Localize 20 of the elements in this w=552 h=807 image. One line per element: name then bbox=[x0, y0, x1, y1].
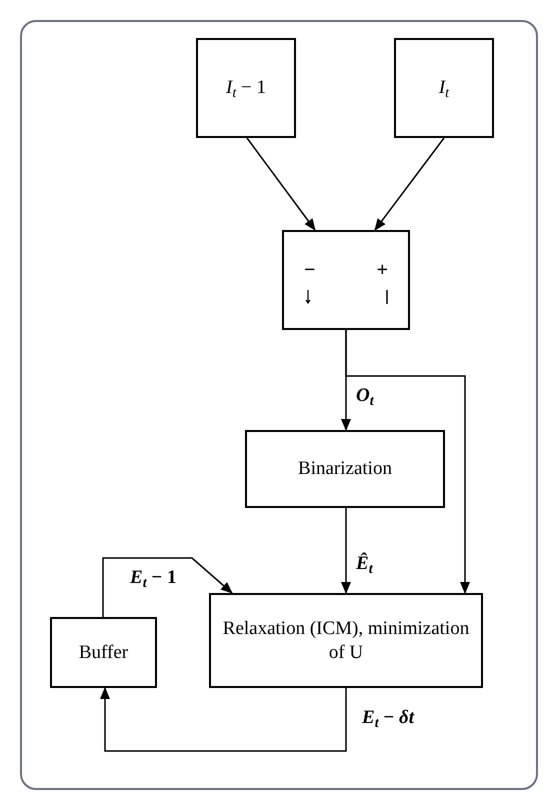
sign-label: − bbox=[304, 258, 316, 283]
arrow bbox=[100, 687, 347, 752]
arrow bbox=[345, 330, 470, 594]
process-box bbox=[209, 593, 483, 688]
box-label: I$_{t}$ bbox=[438, 76, 450, 100]
box-label: Relaxation (ICM), minimization of U bbox=[222, 616, 470, 664]
box-label: Buffer bbox=[78, 640, 130, 664]
process-box bbox=[196, 38, 296, 138]
box-label: I$_{t}$ − 1 bbox=[224, 76, 267, 100]
edge-label: Ê$_{t}$ bbox=[356, 552, 373, 576]
process-box bbox=[394, 38, 494, 138]
box-label: Binarization bbox=[297, 457, 393, 481]
subtractor-box bbox=[282, 230, 410, 330]
process-box bbox=[245, 430, 445, 508]
arrow bbox=[102, 557, 233, 617]
sign-label: + bbox=[376, 258, 388, 283]
arrow bbox=[374, 138, 445, 231]
arrow bbox=[341, 508, 351, 594]
arrow bbox=[246, 138, 316, 231]
process-box bbox=[50, 617, 157, 688]
